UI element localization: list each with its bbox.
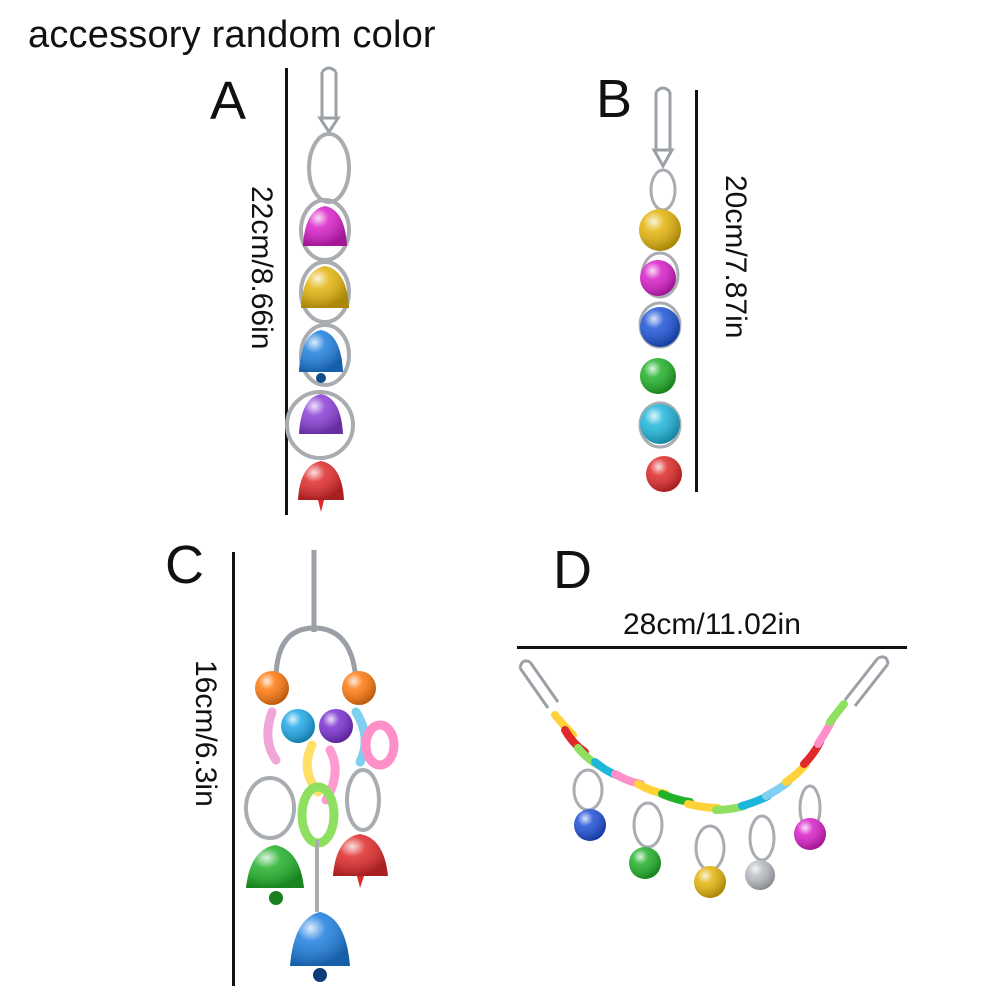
item-c-ring [244, 776, 296, 840]
item-b-bell-icon [639, 209, 681, 251]
item-b-bell-icon [640, 307, 680, 347]
item-a-clip-icon [317, 66, 341, 135]
item-c-bead-icon [319, 709, 353, 743]
item-c-bead-icon [342, 671, 376, 705]
item-d-bell-icon [794, 818, 826, 850]
item-c-dimension-line [232, 552, 235, 986]
item-a-bell-icon [299, 394, 343, 434]
item-c-bell-icon [246, 845, 304, 905]
item-b-clip-icon [651, 86, 675, 170]
item-c-bell-icon [290, 912, 350, 982]
item-c-ring [345, 768, 381, 832]
item-c-toy [244, 550, 399, 982]
item-b-ring [638, 401, 682, 449]
item-a-dimension-line [285, 68, 288, 515]
item-d-dimension-line [517, 646, 907, 649]
item-d-right-clip-icon [843, 655, 890, 707]
item-a-toy [285, 66, 355, 512]
item-b-bell-icon [640, 404, 680, 444]
item-d-ring [572, 768, 604, 812]
item-a-ring [299, 323, 351, 387]
item-d-bell-icon [574, 809, 606, 841]
item-d-toy [518, 655, 890, 898]
item-d-bell-icon [745, 860, 775, 890]
item-c-letter: C [165, 535, 204, 595]
item-a-bell-icon [299, 330, 343, 383]
item-a-ring [299, 260, 351, 324]
item-c-bead-icon [255, 671, 289, 705]
item-c-link [361, 720, 399, 770]
item-c-link [263, 707, 281, 765]
item-b-bell-icon [640, 260, 676, 296]
item-d-bell-icon [694, 866, 726, 898]
item-d-ring [632, 801, 664, 849]
item-d-letter: D [553, 540, 592, 600]
item-b-bell-icon [646, 456, 682, 492]
item-d-ring [748, 814, 776, 862]
item-a-ring [307, 132, 351, 204]
item-d-bell-icon [629, 847, 661, 879]
item-b-toy [638, 86, 682, 492]
item-a-bell-icon [301, 266, 349, 308]
item-c-bead-icon [281, 709, 315, 743]
item-a-ring [285, 390, 355, 460]
item-b-dimension-line [695, 90, 698, 492]
item-c-bell-icon [333, 834, 388, 888]
item-b-letter: B [596, 69, 633, 129]
item-a-letter: A [210, 71, 247, 131]
item-d-left-clip-icon [518, 659, 560, 709]
item-a-bell-icon [303, 206, 347, 246]
item-b-ring [649, 168, 677, 212]
item-d-dimension-label: 28cm/11.02in [623, 608, 801, 641]
item-b-bell-icon [640, 358, 676, 394]
page-title: accessory random color [28, 14, 436, 56]
item-a-bell-icon [298, 461, 344, 512]
item-d-ring [694, 824, 726, 872]
item-c-hook-icon [273, 550, 359, 681]
item-d-chain [551, 700, 848, 814]
